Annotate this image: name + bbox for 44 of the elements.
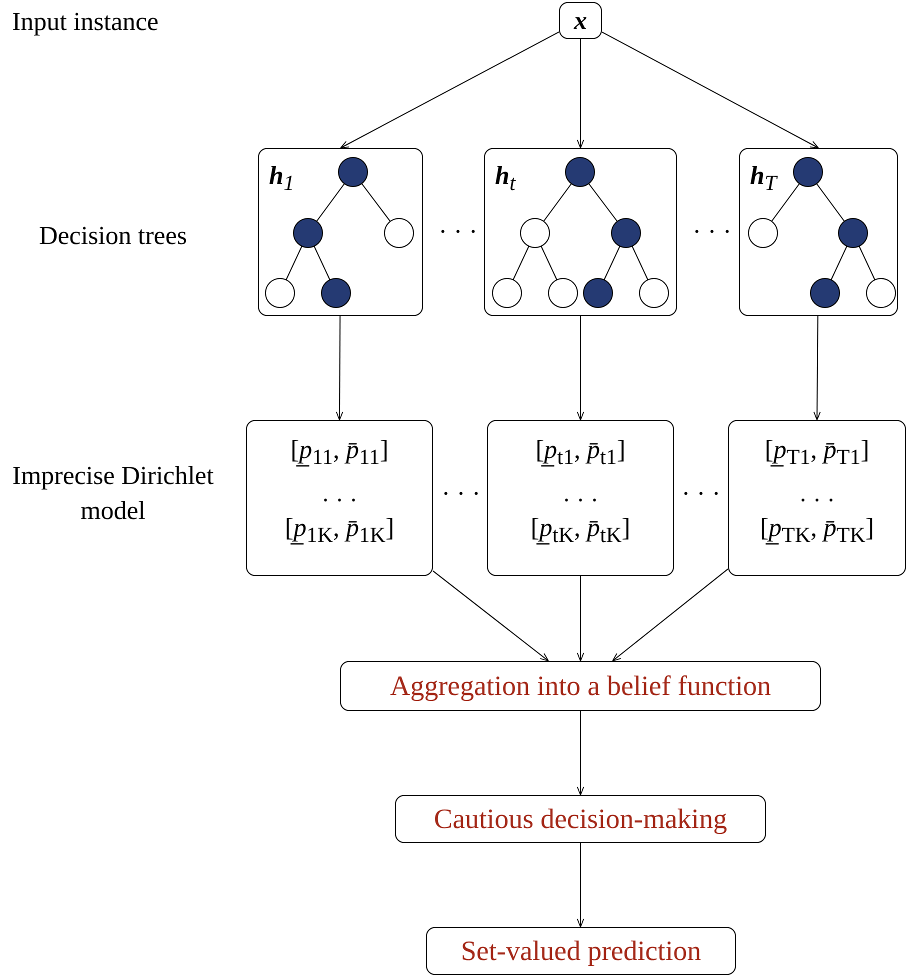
ellipsis: · · · xyxy=(692,216,732,248)
probability-interval: [p̲$_{T1}$, p̄$_{T1}$] xyxy=(764,437,870,469)
ellipsis: · · · xyxy=(798,489,836,513)
ellipsis: · · · xyxy=(320,489,358,513)
ellipsis: · · · xyxy=(562,489,600,513)
arrow xyxy=(576,842,584,928)
arrow xyxy=(813,316,821,420)
probability-interval: [p̲$_{TK}$, p̄$_{TK}$] xyxy=(758,515,876,547)
arrow xyxy=(602,32,819,148)
probability-interval: [p̲$_{tK}$, p̄$_{tK}$] xyxy=(530,515,632,547)
variable-label: x xyxy=(572,8,588,34)
arrow xyxy=(576,316,584,420)
interval-box xyxy=(246,420,433,576)
ellipsis: · · · xyxy=(680,478,722,510)
tree-box xyxy=(258,148,423,316)
row-label: Imprecise Dirichlet model xyxy=(11,460,215,528)
arrow xyxy=(576,38,584,148)
tree-box xyxy=(484,148,677,316)
arrow xyxy=(336,316,344,420)
tree-box xyxy=(739,148,898,316)
tree-label: h$_{t}$ xyxy=(495,163,516,195)
process-box xyxy=(395,795,766,843)
probability-interval: [p̲$_{1K}$, p̄$_{1K}$] xyxy=(284,515,396,547)
process-box xyxy=(340,661,821,711)
ellipsis: · · · xyxy=(438,216,478,248)
step-label: Set-valued prediction xyxy=(460,938,702,966)
tree-label: h$_{1}$ xyxy=(269,163,294,195)
arrow xyxy=(576,576,584,662)
step-label: Cautious decision-making xyxy=(432,806,728,834)
arrow xyxy=(612,568,728,662)
process-box xyxy=(426,927,736,975)
row-label: Input instance xyxy=(12,6,160,38)
probability-interval: [p̲$_{11}$, p̄$_{11}$] xyxy=(289,437,390,469)
arrow xyxy=(432,570,549,662)
arrow xyxy=(340,31,560,148)
arrow xyxy=(576,710,584,796)
step-label: Aggregation into a belief function xyxy=(389,673,772,701)
row-label: Decision trees xyxy=(38,220,188,252)
interval-box xyxy=(487,420,674,576)
input-box xyxy=(559,2,602,39)
interval-box xyxy=(728,420,906,576)
probability-interval: [p̲$_{t1}$, p̄$_{t1}$] xyxy=(534,437,627,469)
tree-label: h$_{T}$ xyxy=(750,163,777,195)
ellipsis: · · · xyxy=(440,478,482,510)
